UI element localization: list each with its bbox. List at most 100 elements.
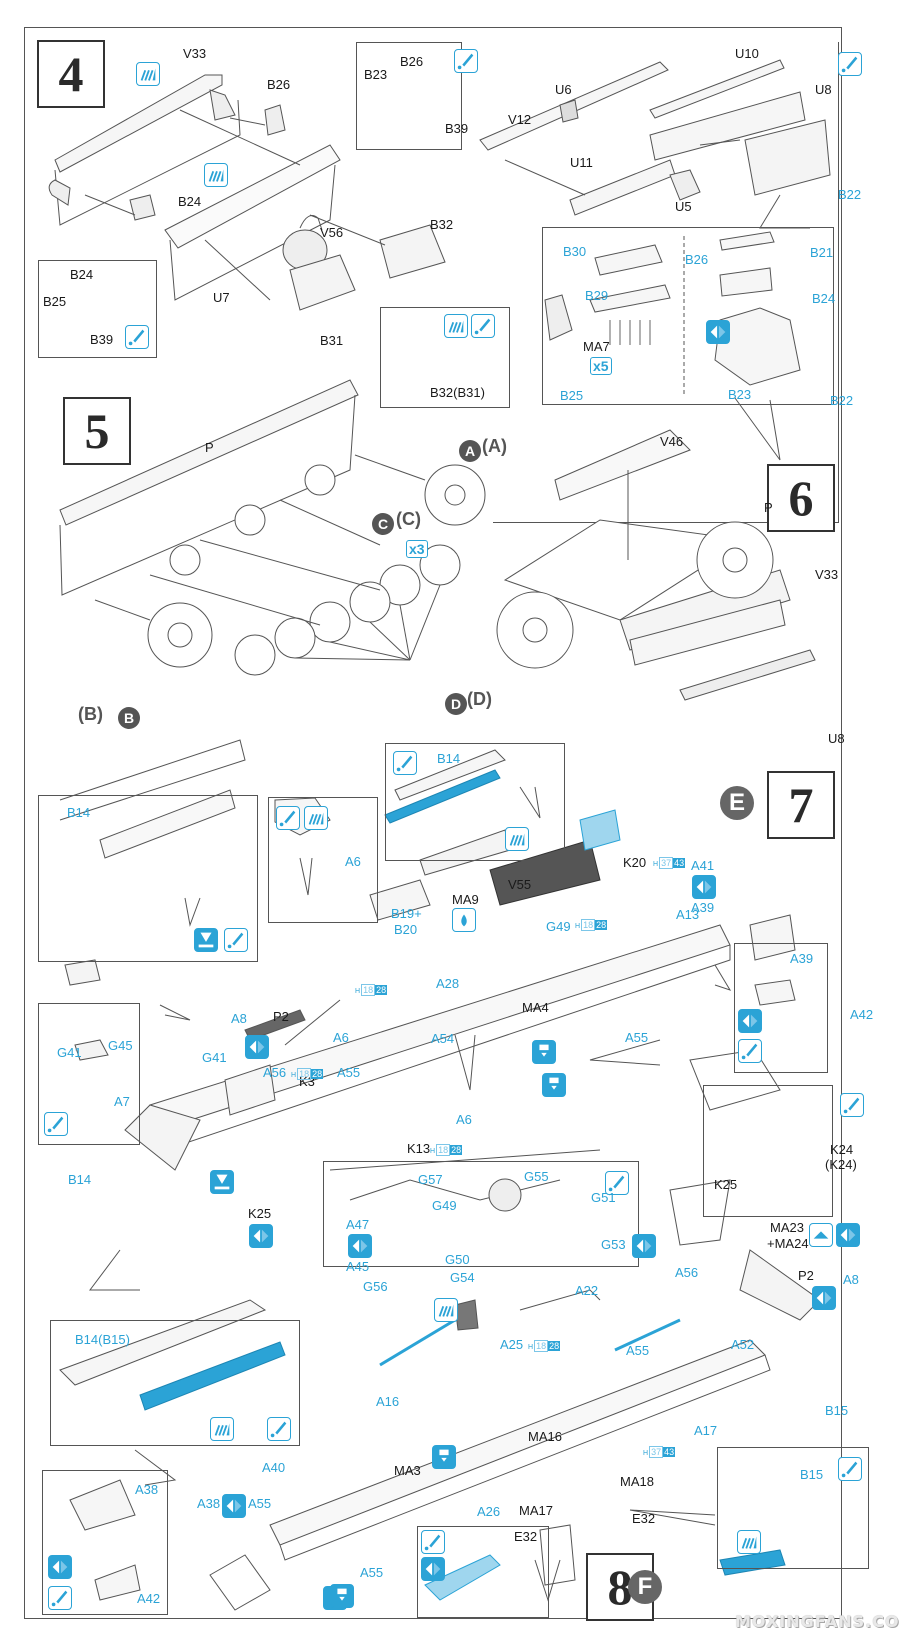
page-frame xyxy=(24,27,842,1619)
inset-a39-a42 xyxy=(734,943,828,1073)
paint-code-b: 28 xyxy=(375,985,388,995)
part-label: P xyxy=(205,440,214,455)
part-label: A41 xyxy=(691,858,715,873)
part-label: K20 xyxy=(623,855,647,870)
flip-side-icon xyxy=(738,1009,762,1033)
wheel-part-c: C xyxy=(372,513,394,535)
glue-brush-icon xyxy=(224,928,248,952)
part-label: B15 xyxy=(800,1467,824,1482)
part-label: B19+ xyxy=(391,906,422,921)
part-label: G51 xyxy=(591,1190,616,1205)
part-label: V12 xyxy=(508,112,532,127)
part-label: B26 xyxy=(267,77,291,92)
inset-b14 xyxy=(38,795,258,962)
glue-brush-icon xyxy=(44,1112,68,1136)
part-label: B39 xyxy=(445,121,469,136)
paint-hatch-icon xyxy=(444,314,468,338)
paint-hatch-icon xyxy=(204,163,228,187)
part-label: B22 xyxy=(838,187,862,202)
part-label: E32 xyxy=(632,1511,656,1526)
paint-code-a: 18 xyxy=(436,1144,451,1156)
wheel-part-a-mirror: (A) xyxy=(482,436,507,456)
inset-b14-b15 xyxy=(50,1320,300,1446)
quantity-badge: x3 xyxy=(406,540,428,558)
glue-brush-icon xyxy=(840,1093,864,1117)
part-label: A39 xyxy=(790,951,814,966)
part-label: MA9 xyxy=(452,892,479,907)
part-label: A39 xyxy=(691,900,715,915)
part-label: A55 xyxy=(625,1030,649,1045)
part-label: B24 xyxy=(70,267,94,282)
inset-tool-racks xyxy=(542,227,834,405)
part-label: A40 xyxy=(262,1460,286,1475)
part-label: K25 xyxy=(248,1206,272,1221)
paint-code-prefix: H xyxy=(355,988,361,995)
part-label: A25 xyxy=(500,1337,524,1352)
part-label: A16 xyxy=(376,1394,400,1409)
wheel-part-c-mirror: (C) xyxy=(396,509,421,529)
paint-code-b: 28 xyxy=(450,1145,463,1155)
part-label: A45 xyxy=(346,1259,370,1274)
part-label: A7 xyxy=(114,1094,130,1109)
part-label: U10 xyxy=(735,46,759,61)
part-label: A42 xyxy=(850,1007,874,1022)
step-5-number: 5 xyxy=(63,397,131,465)
paint-hatch-icon xyxy=(136,62,160,86)
part-label: V33 xyxy=(815,567,839,582)
inset-a6 xyxy=(268,797,378,923)
part-label: B26 xyxy=(400,54,424,69)
part-label: B22 xyxy=(830,393,854,408)
part-label: V55 xyxy=(508,877,532,892)
part-label: G54 xyxy=(450,1270,475,1285)
part-label: G45 xyxy=(108,1038,133,1053)
inset-g41-g45-a7 xyxy=(38,1003,140,1145)
wheel-part-b-mirror: (B) xyxy=(78,704,103,724)
part-label: B23 xyxy=(728,387,752,402)
remove-mold-icon xyxy=(532,1040,556,1064)
paint-code-b: 43 xyxy=(663,1447,676,1457)
inset-g49-assembly xyxy=(323,1161,639,1267)
part-label: B24 xyxy=(178,194,202,209)
part-label: A13 xyxy=(676,907,700,922)
glue-brush-icon xyxy=(276,806,300,830)
part-label: K25 xyxy=(714,1177,738,1192)
flip-side-icon xyxy=(245,1035,269,1059)
paint-code-prefix: H xyxy=(643,1450,649,1457)
step-4-number: 4 xyxy=(37,40,105,108)
water-decal-icon xyxy=(452,908,476,932)
part-label: B20 xyxy=(394,922,418,937)
part-label: V56 xyxy=(320,225,344,240)
glue-brush-icon xyxy=(421,1530,445,1554)
part-label: A17 xyxy=(694,1423,718,1438)
part-label: A56 xyxy=(675,1265,699,1280)
flip-side-icon xyxy=(421,1557,445,1581)
part-label: B24 xyxy=(812,291,836,306)
glue-brush-icon xyxy=(393,751,417,775)
inset-k25-k24 xyxy=(703,1085,833,1217)
part-label: A52 xyxy=(731,1337,755,1352)
part-label: B31 xyxy=(320,333,344,348)
part-label: U8 xyxy=(815,82,832,97)
flip-side-icon xyxy=(348,1234,372,1258)
paint-code-prefix: H xyxy=(430,1148,436,1155)
watermark: MOXINGFANS.COM xyxy=(735,1612,900,1631)
part-label: B25 xyxy=(560,388,584,403)
part-label: P2 xyxy=(273,1009,289,1024)
paint-code-b: 43 xyxy=(673,858,686,868)
part-label: G41 xyxy=(57,1045,82,1060)
part-label: U7 xyxy=(213,290,230,305)
flip-side-icon xyxy=(812,1286,836,1310)
part-label: B14 xyxy=(68,1172,92,1187)
part-label: A38 xyxy=(197,1496,221,1511)
wheel-part-d-mirror: (D) xyxy=(467,689,492,709)
part-label: U6 xyxy=(555,82,572,97)
bend-up-icon xyxy=(809,1223,833,1247)
paint-code-prefix: H xyxy=(291,1072,297,1079)
part-label: MA23 xyxy=(770,1220,804,1235)
paint-code-a: 18 xyxy=(297,1068,312,1080)
paint-hatch-icon xyxy=(505,827,529,851)
